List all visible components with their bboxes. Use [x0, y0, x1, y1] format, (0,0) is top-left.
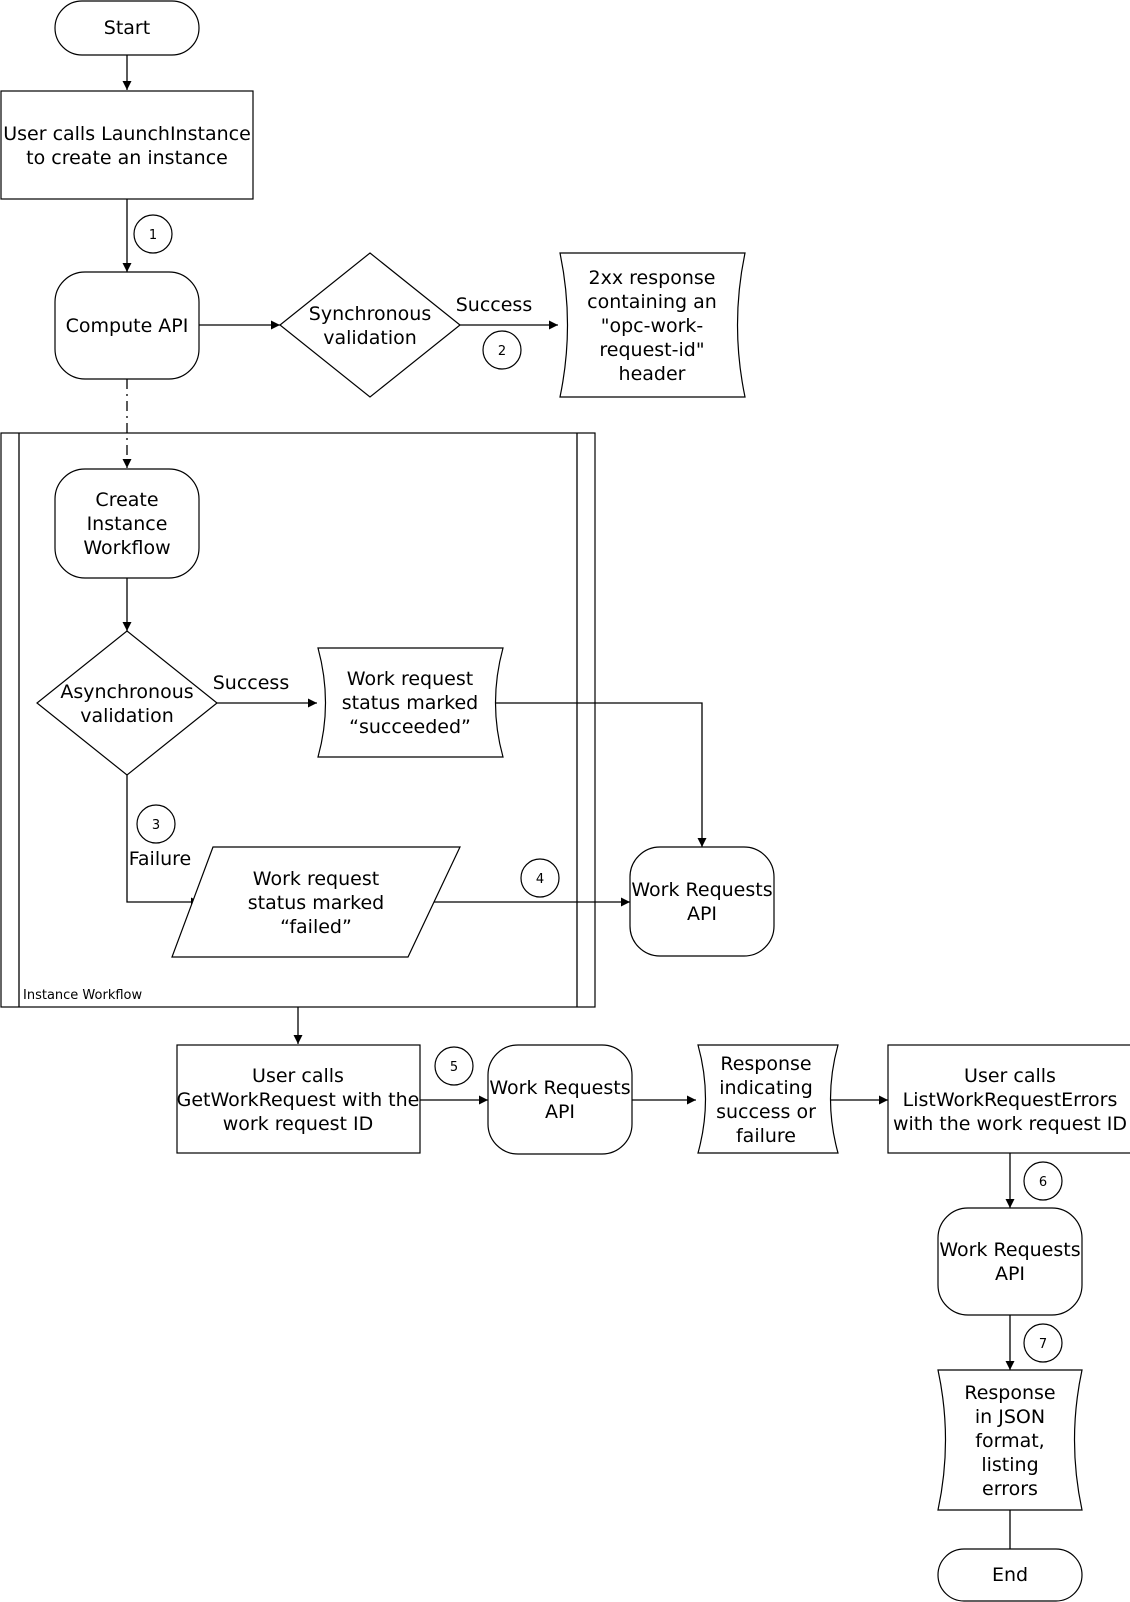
text-line: with the work request ID: [893, 1113, 1127, 1135]
step-marker-4: 4: [520, 858, 560, 898]
start-terminator: Start: [54, 0, 200, 56]
text-line: success or: [716, 1101, 816, 1123]
text-line: Workflow: [83, 537, 170, 559]
text-line: status marked: [342, 692, 478, 714]
text-line: request-id": [599, 339, 704, 361]
async-success-label: Success: [213, 672, 289, 694]
text-line: User calls LaunchInstance: [3, 123, 251, 145]
text-line: errors: [982, 1478, 1038, 1500]
svg-text:2: 2: [498, 344, 506, 359]
text-line: Work Requests: [631, 879, 772, 901]
step-marker-1: 1: [133, 214, 173, 254]
text-line: status marked: [248, 892, 384, 914]
step-marker-6: 6: [1023, 1161, 1063, 1201]
text-line: Work Requests: [489, 1077, 630, 1099]
text-line: listing: [981, 1454, 1038, 1476]
edge-succeeded-to-api: [490, 702, 707, 847]
edge-async-to-failed: [126, 775, 200, 907]
text-line: to create an instance: [26, 147, 228, 169]
compute-api-node: Compute API: [54, 271, 200, 380]
text-line: Synchronous: [309, 303, 431, 325]
text-line: API: [687, 903, 717, 925]
svg-text:7: 7: [1039, 1337, 1047, 1352]
text-line: validation: [323, 327, 417, 349]
end-label: End: [992, 1564, 1028, 1586]
svg-text:5: 5: [450, 1060, 458, 1075]
compute-api-label: Compute API: [66, 315, 189, 337]
text-line: GetWorkRequest with the: [177, 1089, 420, 1111]
text-line: Response: [720, 1053, 811, 1075]
instance-workflow-label: Instance Workflow: [23, 988, 142, 1003]
text-line: format,: [975, 1430, 1044, 1452]
text-line: Create: [95, 489, 158, 511]
text-line: Instance: [87, 513, 168, 535]
svg-text:1: 1: [149, 228, 157, 243]
text-line: header: [619, 363, 686, 385]
text-line: Work request: [253, 868, 379, 890]
text-line: "opc-work-: [601, 315, 704, 337]
step-marker-5: 5: [434, 1046, 474, 1086]
svg-text:3: 3: [152, 818, 160, 833]
text-line: User calls: [252, 1065, 344, 1087]
text-line: containing an: [587, 291, 717, 313]
text-line: 2xx response: [589, 267, 716, 289]
text-line: indicating: [719, 1077, 813, 1099]
svg-text:6: 6: [1039, 1175, 1047, 1190]
text-line: in JSON: [975, 1406, 1045, 1428]
text-line: work request ID: [223, 1113, 374, 1135]
sync-success-label: Success: [456, 294, 532, 316]
text-line: Work Requests: [939, 1239, 1080, 1261]
step-marker-3: 3: [136, 804, 176, 844]
text-line: Response: [964, 1382, 1055, 1404]
text-line: Asynchronous: [60, 681, 193, 703]
text-line: Work request: [347, 668, 473, 690]
text-line: API: [545, 1101, 575, 1123]
text-line: “succeeded”: [349, 716, 471, 738]
text-line: ListWorkRequestErrors: [903, 1089, 1118, 1111]
svg-text:4: 4: [536, 872, 544, 887]
step-marker-2: 2: [482, 330, 522, 370]
text-line: validation: [80, 705, 174, 727]
async-failure-label: Failure: [129, 848, 192, 870]
text-line: failure: [736, 1125, 796, 1147]
start-label: Start: [104, 17, 150, 39]
connectors: [122, 55, 1015, 1549]
step-marker-7: 7: [1023, 1323, 1063, 1363]
text-line: “failed”: [280, 916, 352, 938]
text-line: User calls: [964, 1065, 1056, 1087]
end-terminator: End: [937, 1548, 1083, 1602]
text-line: API: [995, 1263, 1025, 1285]
